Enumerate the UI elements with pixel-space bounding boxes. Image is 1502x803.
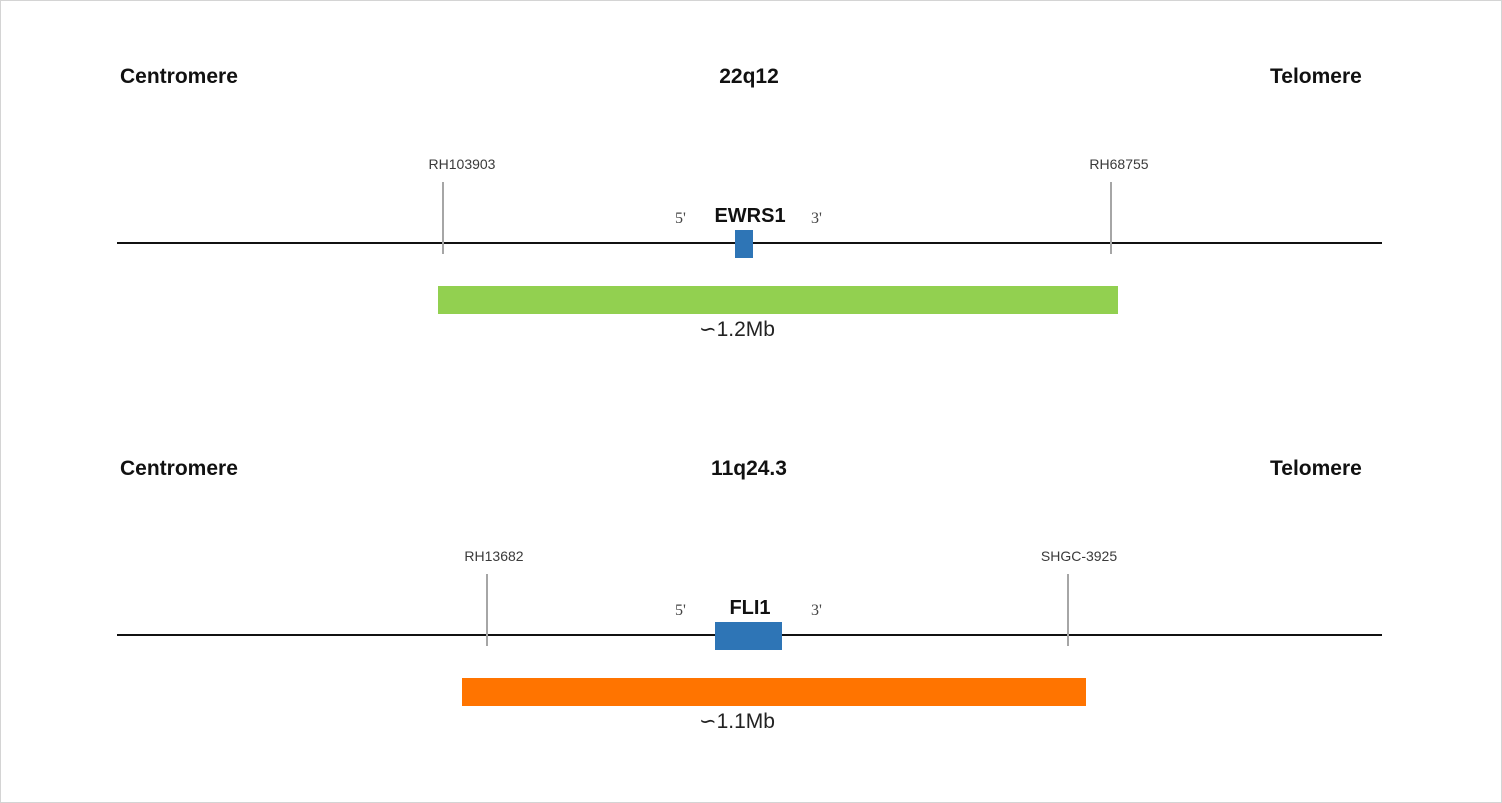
- three-prime-label: 3': [811, 210, 822, 227]
- left-marker-label: RH13682: [464, 548, 524, 564]
- telomere-label: Telomere: [1270, 457, 1362, 480]
- right-marker-tick: [1110, 182, 1112, 254]
- chromosome-map-11q24-3: Centromere 11q24.3 Telomere RH13682 SHGC…: [1, 393, 1501, 783]
- three-prime-label: 3': [811, 602, 822, 619]
- gene-label: FLI1: [729, 597, 771, 619]
- locus-title: 11q24.3: [711, 457, 787, 480]
- region-size-label: ∽1.2Mb: [699, 318, 775, 341]
- right-marker-label: SHGC-3925: [1040, 548, 1118, 564]
- gene-label: EWRS1: [714, 205, 786, 227]
- five-prime-label: 5': [675, 602, 686, 619]
- region-bar: [438, 286, 1118, 314]
- gene-box: [735, 230, 753, 258]
- left-marker-tick: [486, 574, 488, 646]
- telomere-label: Telomere: [1270, 65, 1362, 88]
- chromosome-map-22q12: Centromere 22q12 Telomere RH103903 RH687…: [1, 1, 1501, 391]
- right-marker-tick: [1067, 574, 1069, 646]
- left-marker-tick: [442, 182, 444, 254]
- region-size-label: ∽1.1Mb: [699, 710, 775, 733]
- right-marker-label: RH68755: [1089, 156, 1149, 172]
- left-marker-label: RH103903: [428, 156, 496, 172]
- region-bar: [462, 678, 1086, 706]
- centromere-label: Centromere: [120, 457, 238, 480]
- centromere-label: Centromere: [120, 65, 238, 88]
- five-prime-label: 5': [675, 210, 686, 227]
- locus-title: 22q12: [719, 65, 779, 88]
- gene-box: [715, 622, 782, 650]
